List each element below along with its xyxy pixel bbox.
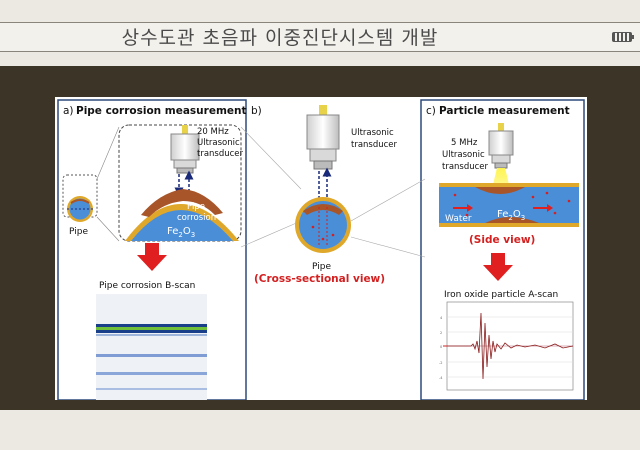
svg-text:-2: -2 [439,361,443,365]
bscan-image [96,294,207,400]
freq-c: 5 MHz [451,138,478,148]
page-title: 상수도관 초음파 이중진단시스템 개발 [121,27,439,49]
device-c-line1: Ultrasonic [442,150,485,160]
cross-section-view-label: (Cross-sectional view) [254,273,385,285]
device-c-line2: transducer [442,162,489,172]
zoom-box [96,124,242,242]
panel-b: b) Ultrasonic transducer Pipe (Cross-sec… [240,105,398,285]
small-pipe [62,174,98,222]
transducer-b [306,105,340,170]
device-b-line2: transducer [351,140,398,150]
pipe-cross-section [295,197,351,253]
red-arrow-down-a [137,243,167,271]
panel-a-heading: Pipe corrosion measurement [76,105,247,117]
bscan-title: Pipe corrosion B-scan [99,281,195,291]
panel-a-border [57,99,247,400]
red-arrow-down-c [483,253,513,281]
compound-c: Fe2O3 [497,209,525,222]
figure-svg: a) Pipe corrosion measurement Pipe [57,99,585,400]
svg-text:-4: -4 [439,376,443,380]
device-a-line2: transducer [197,149,244,159]
corrosion-line1: Pipe [187,202,205,212]
pipe-b-label: Pipe [312,262,331,272]
side-view-label: (Side view) [469,234,535,246]
title-bar: 상수도관 초음파 이중진단시스템 개발 [0,22,640,52]
panel-c-border [420,99,585,400]
device-b-line1: Ultrasonic [351,128,394,138]
panel-a-label: a) [63,105,74,117]
corrosion-line2: corrosion [177,213,216,223]
battery-icon [612,32,634,42]
freq-a: 20 MHz [197,127,229,137]
research-figure: a) Pipe corrosion measurement Pipe [55,97,587,400]
svg-text:2: 2 [440,331,442,335]
svg-text:4: 4 [440,316,443,320]
ascan-title: Iron oxide particle A-scan [444,290,558,300]
panel-a: a) Pipe corrosion measurement Pipe [57,99,247,400]
transducer-c [488,123,514,169]
bottom-band [0,410,640,450]
panel-c: c) Particle measurement 5 MHz Ultrasonic… [350,99,585,400]
panel-c-heading: Particle measurement [439,105,570,117]
panel-b-label: b) [251,105,262,117]
small-pipe-label: Pipe [69,227,88,237]
ascan-plot: 4 2 0 -2 -4 [439,301,574,391]
water-label: Water [445,214,472,224]
device-a-line1: Ultrasonic [197,138,240,148]
panel-c-label: c) [426,105,436,117]
pipe-side-view [439,183,579,227]
compound-a: Fe2O3 [167,226,195,239]
svg-text:0: 0 [440,345,442,349]
